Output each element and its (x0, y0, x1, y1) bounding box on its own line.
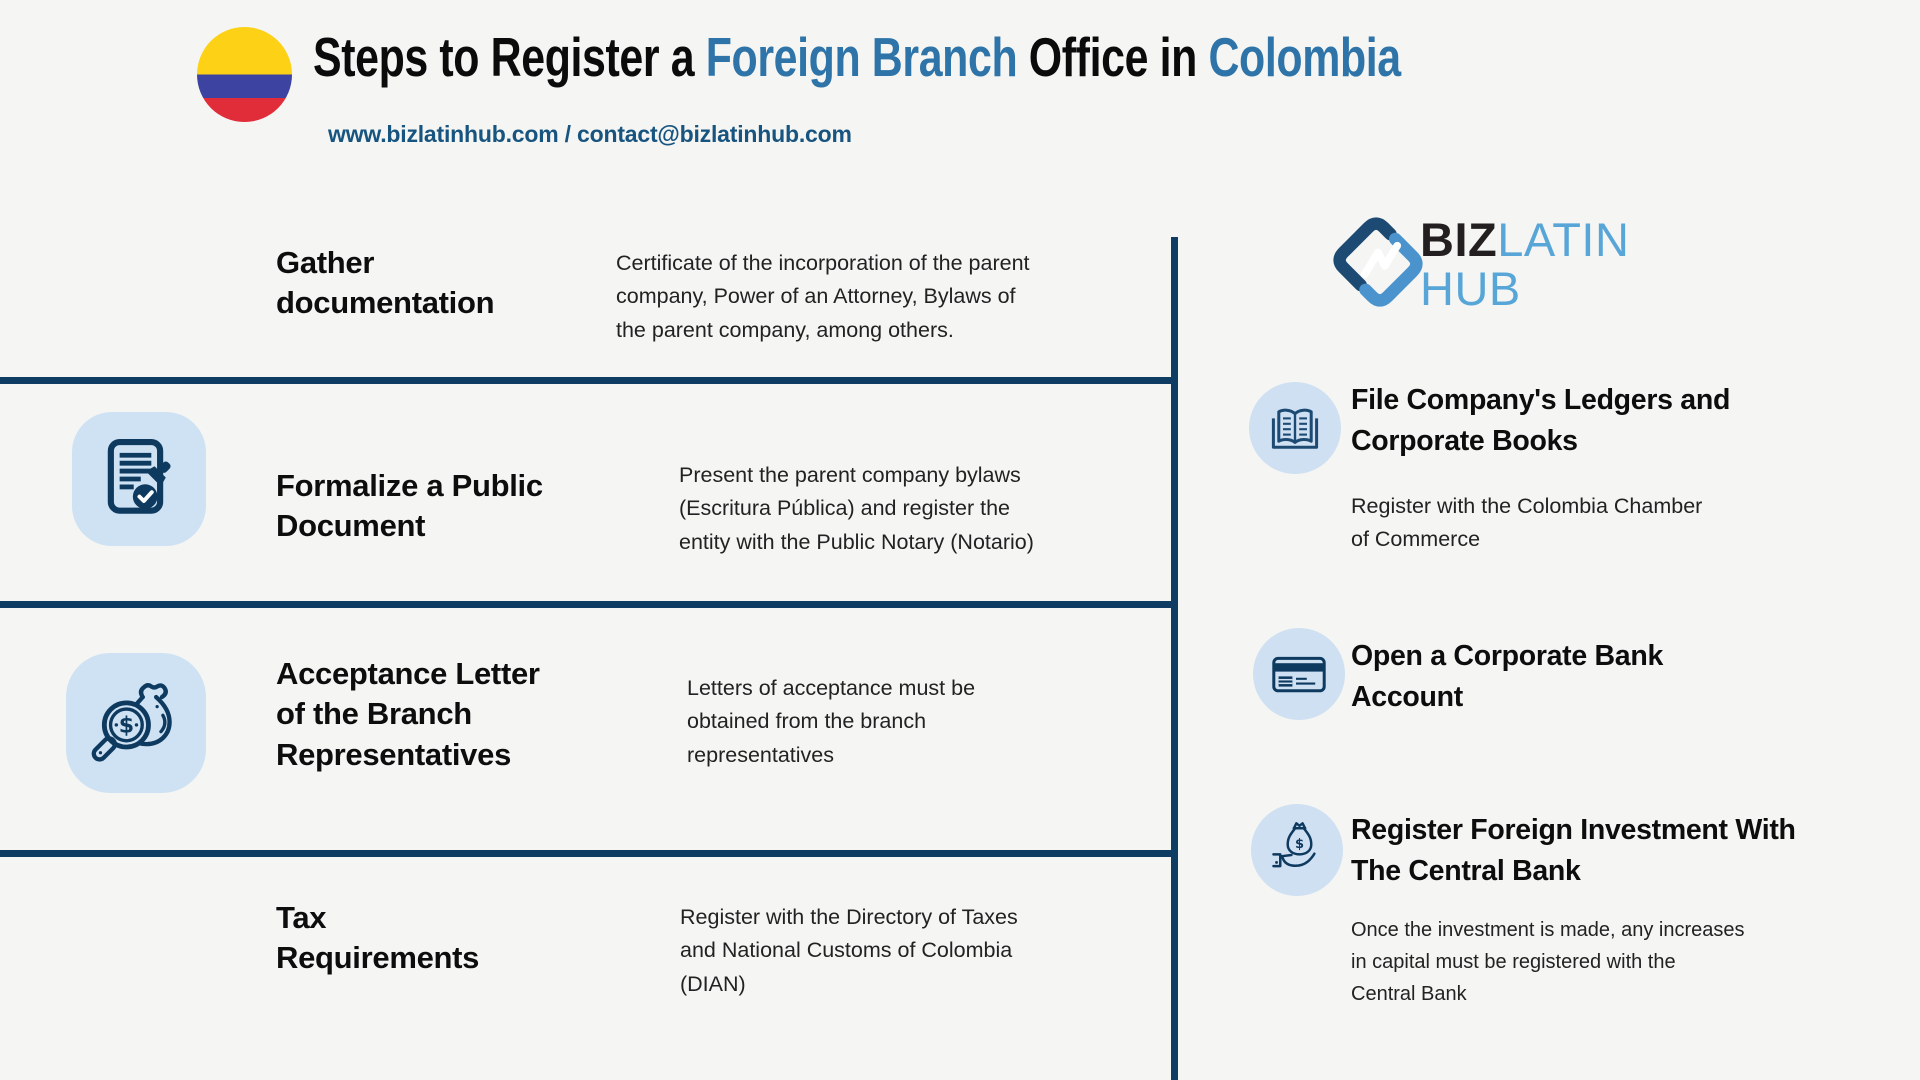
logo-latin: LATIN (1497, 213, 1630, 266)
contact-line: www.bizlatinhub.com / contact@bizlatinhu… (328, 121, 852, 147)
svg-text:$: $ (1295, 837, 1304, 852)
credit-card-icon (1253, 628, 1345, 720)
money-bag-hand-icon: $ (1251, 804, 1343, 896)
stamped-document-icon (72, 412, 206, 546)
bizlatinhub-logo-icon (1330, 214, 1426, 310)
logo-biz: BIZ (1420, 213, 1498, 266)
bizlatinhub-logo-text: BIZLATIN HUB (1420, 216, 1629, 312)
magnifier-money-bag-icon: $ (66, 653, 206, 793)
step-4-title: Tax Requirements (276, 900, 480, 976)
step-4-description: Register with the Directory of Taxes and… (680, 905, 1018, 996)
logo-hub: HUB (1420, 262, 1521, 315)
side-item-1-title: File Company's Ledgers and Corporate Boo… (1351, 384, 1731, 458)
open-book-icon (1249, 382, 1341, 474)
title-part: Office in (1017, 26, 1209, 88)
step-3-description: Letters of acceptance must be obtained f… (687, 676, 976, 767)
vertical-divider (1171, 237, 1178, 1080)
title-part-accent: Foreign Branch (705, 26, 1018, 88)
step-3-title: Acceptance Letter of the Branch Represen… (276, 656, 540, 772)
side-item-3-title: Register Foreign Investment With The Cen… (1351, 814, 1796, 888)
horizontal-divider-3 (0, 850, 1178, 857)
step-1-description: Certificate of the incorporation of the … (616, 251, 1030, 342)
title-part: Steps to Register a (313, 26, 706, 88)
colombia-flag-icon (197, 27, 292, 122)
horizontal-divider-1 (0, 377, 1178, 384)
page-title: Steps to Register a Foreign Branch Offic… (313, 26, 1401, 89)
step-2-description: Present the parent company bylaws (Escri… (679, 463, 1034, 554)
step-2-title: Formalize a Public Document (276, 468, 543, 544)
side-item-1-description: Register with the Colombia Chamber of Co… (1351, 494, 1703, 552)
horizontal-divider-2 (0, 601, 1178, 608)
title-part-accent: Colombia (1208, 26, 1401, 88)
side-item-3-description: Once the investment is made, any increas… (1351, 919, 1745, 1005)
logo-line-1: BIZLATIN (1420, 216, 1629, 263)
step-1-title: Gather documentation (276, 245, 495, 321)
side-item-2-title: Open a Corporate Bank Account (1351, 640, 1664, 714)
svg-text:$: $ (119, 714, 134, 739)
